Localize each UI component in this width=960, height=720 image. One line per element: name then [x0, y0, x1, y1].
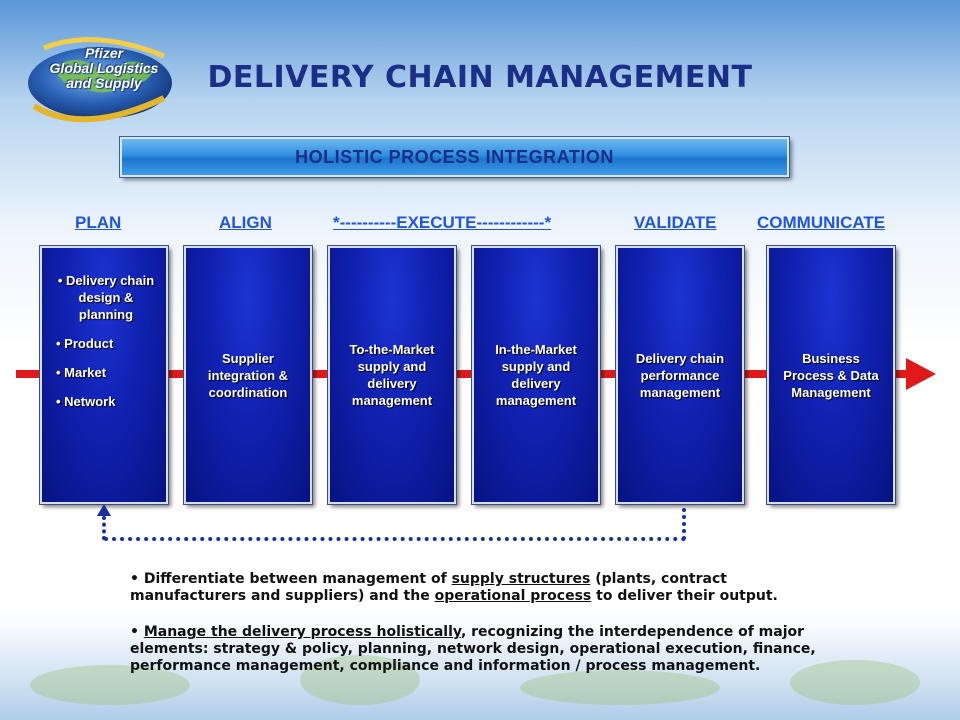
- box-plan: • Delivery chain design & planning • Pro…: [39, 245, 169, 505]
- bullet-1: • Differentiate between management of su…: [130, 571, 830, 605]
- box-to-market: To-the-Market supply and delivery manage…: [327, 245, 457, 505]
- bullet-1-operational-process: operational process: [434, 588, 592, 604]
- bullet-2: • Manage the delivery process holistical…: [130, 624, 830, 675]
- holistic-banner: HOLISTIC PROCESS INTEGRATION: [119, 136, 790, 178]
- process-arrow-shaft: [16, 370, 916, 378]
- bullet-2-suffix: , recognizing the interdependence of maj…: [130, 624, 816, 674]
- phase-execute: *----------EXECUTE------------*: [333, 213, 552, 232]
- logo-line-1: Pfizer: [84, 45, 124, 61]
- feedback-loop-right: [682, 508, 686, 540]
- bullet-1-prefix: • Differentiate between management of: [130, 571, 452, 587]
- logo-line-3: and Supply: [66, 75, 142, 91]
- phase-communicate: COMMUNICATE: [757, 213, 886, 232]
- phase-plan: PLAN: [75, 213, 122, 232]
- box-in-market: In-the-Market supply and delivery manage…: [471, 245, 601, 505]
- bullet-1-mid: (plants, contract manufacturers and supp…: [130, 571, 727, 604]
- feedback-loop-bottom: [104, 537, 686, 541]
- pfizer-logo: Pfizer Global Logistics and Supply: [14, 28, 184, 138]
- box-plan-item-product: • Product: [56, 336, 114, 351]
- feedback-loop-left: [102, 516, 106, 540]
- bullet-1-supply-structures: supply structures: [451, 571, 591, 587]
- box-plan-lead: • Delivery chain design & planning: [57, 273, 155, 322]
- box-plan-item-market: • Market: [56, 365, 107, 380]
- banner-label: HOLISTIC PROCESS INTEGRATION: [295, 147, 614, 167]
- phase-align: ALIGN: [219, 213, 272, 232]
- bullet-2-manage-holistically: Manage the delivery process holistically: [143, 624, 461, 640]
- bullet-1-suffix: to deliver their output.: [591, 588, 778, 604]
- bullet-notes: • Differentiate between management of su…: [130, 571, 830, 694]
- page-title: DELIVERY CHAIN MANAGEMENT: [207, 60, 753, 95]
- world-map-strip: [0, 625, 960, 720]
- box-communicate: Business Process & Data Management: [766, 245, 896, 505]
- process-arrow-head-icon: [906, 358, 936, 390]
- box-align: Supplier integration & coordination: [183, 245, 313, 505]
- feedback-arrow-up-icon: [97, 504, 111, 516]
- globe-swoosh-icon: [28, 37, 172, 123]
- box-plan-item-network: • Network: [56, 394, 116, 409]
- box-validate: Delivery chain performance management: [615, 245, 745, 505]
- phase-validate: VALIDATE: [634, 213, 717, 232]
- bullet-2-prefix: •: [130, 624, 144, 640]
- logo-line-2: Global Logistics: [49, 60, 159, 76]
